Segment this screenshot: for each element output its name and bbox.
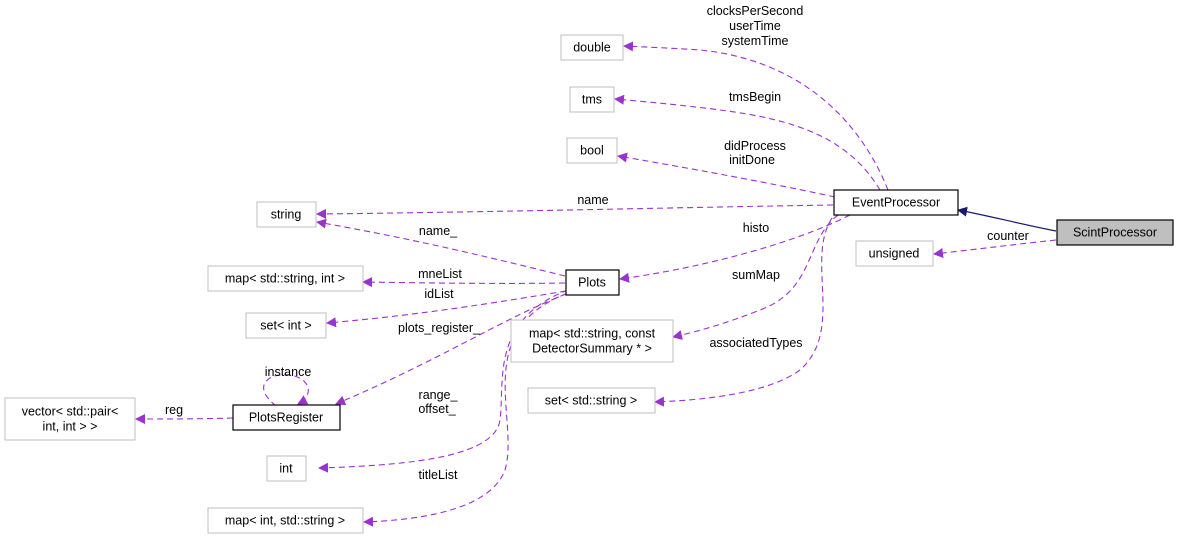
node-plots-register-label: PlotsRegister	[249, 410, 323, 424]
node-set-int-label: set< int >	[260, 318, 311, 332]
node-event-processor-label: EventProcessor	[852, 195, 940, 209]
label-did-process: didProcess	[724, 139, 786, 153]
label-counter: counter	[987, 229, 1029, 243]
label-user-time: userTime	[729, 19, 781, 33]
edge-clocks	[623, 41, 889, 191]
label-reg: reg	[165, 403, 183, 417]
edge-titlelist	[363, 292, 569, 527]
node-vector-pair-label-1: vector< std::pair<	[22, 404, 119, 418]
edge-summap	[672, 214, 839, 340]
node-plots-register[interactable]: PlotsRegister	[232, 404, 341, 431]
node-event-processor[interactable]: EventProcessor	[833, 189, 959, 216]
label-histo: histo	[743, 221, 769, 235]
node-unsigned-label: unsigned	[869, 246, 920, 260]
node-set-string[interactable]: set< std::string >	[527, 387, 656, 414]
node-tms[interactable]: tms	[569, 86, 615, 113]
edge-name-underscore	[316, 218, 566, 277]
edge-didprocess	[617, 152, 836, 198]
edge-name	[316, 204, 834, 219]
node-set-string-label: set< std::string >	[545, 393, 637, 407]
node-map-int-string[interactable]: map< int, std::string >	[207, 507, 364, 534]
node-vector-pair-label-2: int, int > >	[43, 419, 98, 433]
node-plots[interactable]: Plots	[565, 269, 620, 296]
label-associated-types: associatedTypes	[709, 336, 802, 350]
label-title-list: titleList	[419, 468, 458, 482]
label-id-list: idList	[424, 287, 454, 301]
node-map-detector-summary[interactable]: map< std::string, const DetectorSummary …	[510, 319, 674, 363]
edge-mnelist	[362, 277, 566, 288]
label-offset: offset_	[418, 402, 456, 416]
node-string[interactable]: string	[256, 201, 317, 228]
node-double-label: double	[573, 40, 611, 54]
label-init-done: initDone	[729, 153, 775, 167]
node-scint-processor[interactable]: ScintProcessor	[1056, 219, 1174, 246]
node-bool-label: bool	[580, 143, 604, 157]
label-name: name	[577, 193, 608, 207]
node-int-label: int	[279, 461, 293, 475]
label-plots-register: plots_register_	[398, 321, 481, 335]
edge-counter	[933, 239, 1057, 258]
node-map-string-int-label: map< std::string, int >	[225, 271, 345, 285]
label-clocks-per-second: clocksPerSecond	[707, 4, 804, 18]
edge-reg	[135, 413, 234, 424]
nodes: double tms bool string EventProcessor Sc…	[4, 34, 1174, 534]
edge-instance	[263, 374, 309, 407]
node-scint-processor-label: ScintProcessor	[1073, 225, 1157, 239]
edge-histo	[619, 214, 851, 283]
node-map-int-string-label: map< int, std::string >	[225, 513, 345, 527]
node-map-detector-label-2: DetectorSummary * >	[532, 341, 652, 355]
label-instance: instance	[265, 365, 312, 379]
node-tms-label: tms	[582, 92, 602, 106]
node-map-string-int[interactable]: map< std::string, int >	[207, 265, 364, 292]
label-system-time: systemTime	[722, 34, 789, 48]
label-tms-begin: tmsBegin	[729, 90, 781, 104]
edge-range-offset	[318, 289, 569, 473]
label-range: range_	[419, 388, 459, 402]
node-bool[interactable]: bool	[566, 137, 618, 164]
node-int[interactable]: int	[266, 455, 307, 482]
node-string-label: string	[271, 207, 302, 221]
label-mne-list: mneList	[418, 267, 462, 281]
edge-associatedtypes	[654, 217, 833, 407]
node-map-detector-label-1: map< std::string, const	[529, 326, 656, 340]
edge-tmsbegin	[614, 94, 881, 191]
edge-inherit-eventprocessor	[957, 206, 1057, 232]
label-sum-map: sumMap	[732, 268, 780, 282]
node-set-int[interactable]: set< int >	[245, 312, 327, 339]
node-double[interactable]: double	[560, 34, 624, 61]
edge-labels: clocksPerSecond userTime systemTime tmsB…	[165, 4, 1029, 482]
edge-idlist	[326, 290, 567, 328]
node-plots-label: Plots	[578, 275, 606, 289]
label-name-underscore: name_	[419, 224, 458, 238]
node-unsigned[interactable]: unsigned	[855, 240, 934, 267]
edge-plotsregister	[335, 293, 567, 406]
node-vector-pair[interactable]: vector< std::pair< int, int > >	[4, 397, 136, 441]
